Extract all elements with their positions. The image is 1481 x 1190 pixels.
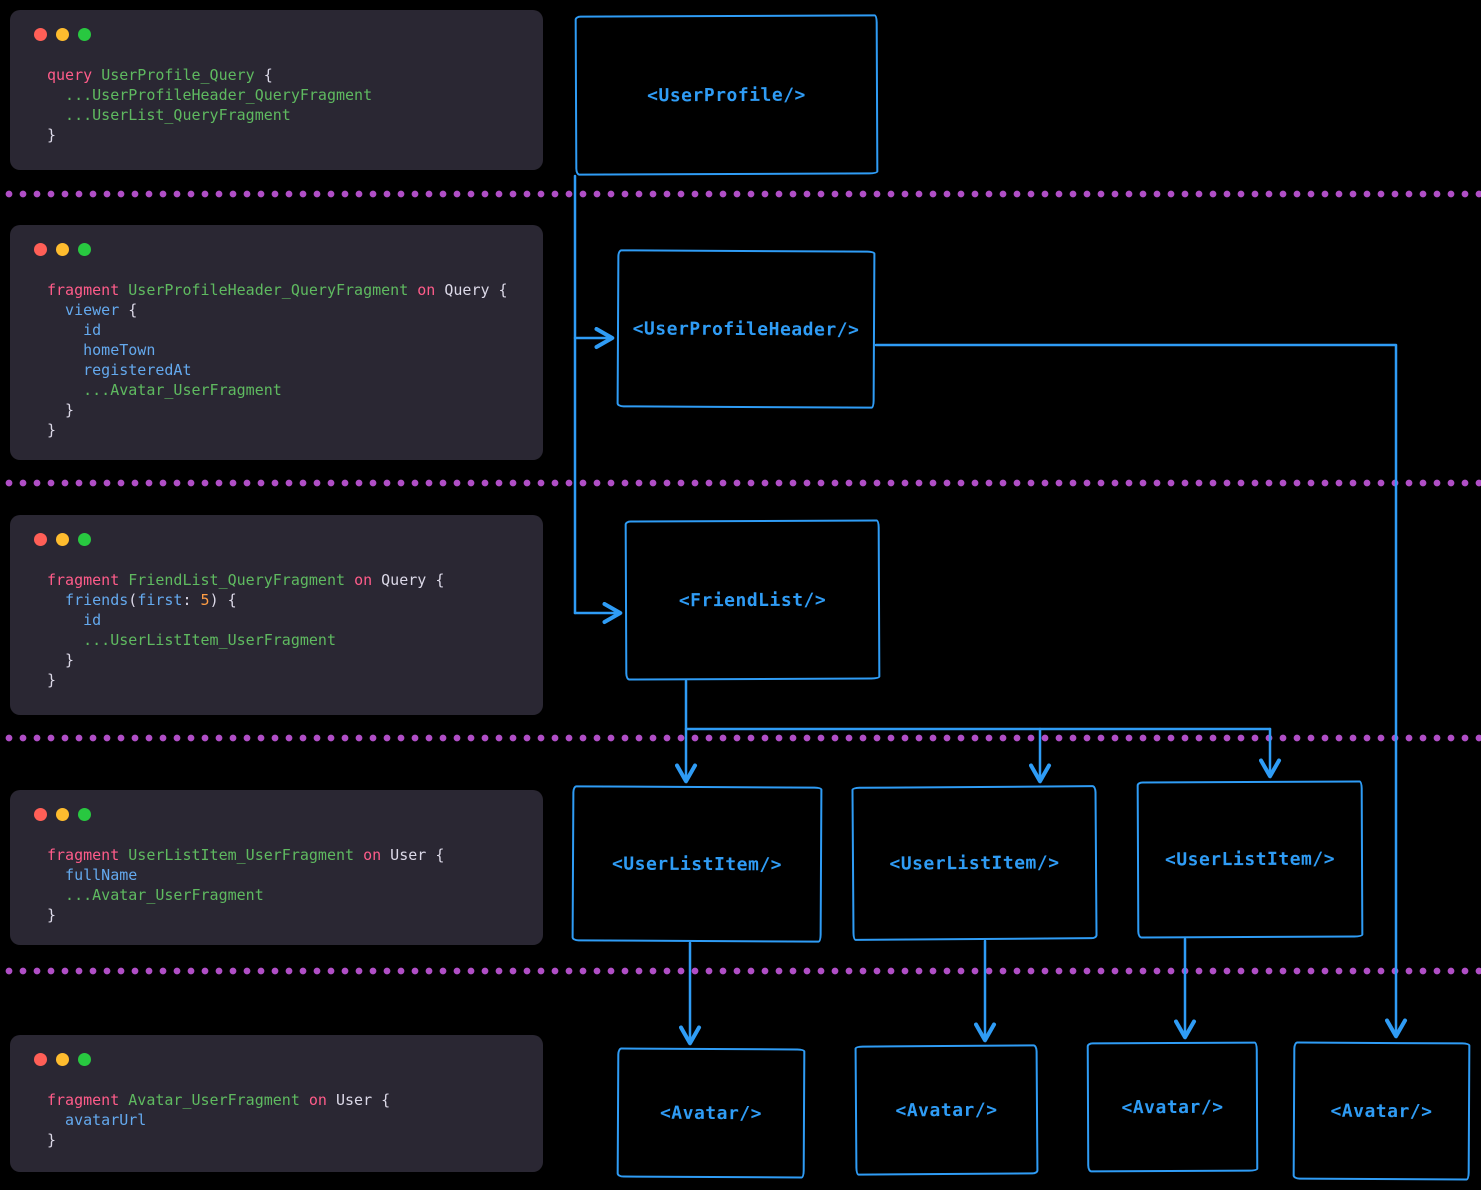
window-controls: [34, 1053, 519, 1066]
component-label: <UserProfile/>: [647, 84, 806, 106]
code-window-friend-list-fragment: fragment FriendList_QueryFragment on Que…: [10, 515, 543, 715]
window-controls: [34, 243, 519, 256]
component-label: <UserListItem/>: [1164, 848, 1336, 871]
component-node-avatar-3: <Avatar/>: [1086, 1041, 1259, 1173]
component-node-user-profile-header: <UserProfileHeader/>: [616, 249, 876, 409]
maximize-icon: [78, 28, 91, 41]
dotted-separator: [0, 967, 1481, 975]
component-node-user-list-item-1: <UserListItem/>: [571, 785, 823, 943]
component-label: <Avatar/>: [1121, 1096, 1224, 1118]
maximize-icon: [78, 533, 91, 546]
component-label: <Avatar/>: [895, 1099, 998, 1121]
close-icon: [34, 533, 47, 546]
code-window-user-profile-query: query UserProfile_Query { ...UserProfile…: [10, 10, 543, 170]
edge-friend-list-rail: [684, 679, 1272, 731]
maximize-icon: [78, 808, 91, 821]
window-controls: [34, 533, 519, 546]
component-node-avatar-4: <Avatar/>: [1292, 1041, 1471, 1181]
component-node-user-list-item-3: <UserListItem/>: [1136, 780, 1364, 939]
component-label: <Avatar/>: [1330, 1100, 1433, 1122]
component-label: <FriendList/>: [678, 589, 827, 611]
component-node-friend-list: <FriendList/>: [624, 519, 881, 681]
code-content: query UserProfile_Query { ...UserProfile…: [47, 66, 373, 144]
minimize-icon: [56, 533, 69, 546]
minimize-icon: [56, 243, 69, 256]
component-node-user-profile: <UserProfile/>: [574, 14, 879, 176]
close-icon: [34, 1053, 47, 1066]
component-label: <Avatar/>: [659, 1102, 763, 1124]
component-node-user-list-item-2: <UserListItem/>: [851, 785, 1098, 941]
minimize-icon: [56, 808, 69, 821]
dotted-separator: [0, 734, 1481, 742]
component-label: <UserProfileHeader/>: [632, 317, 860, 341]
minimize-icon: [56, 1053, 69, 1066]
minimize-icon: [56, 28, 69, 41]
window-controls: [34, 808, 519, 821]
component-node-avatar-2: <Avatar/>: [854, 1044, 1039, 1176]
code-window-user-list-item-fragment: fragment UserListItem_UserFragment on Us…: [10, 790, 543, 945]
code-window-avatar-fragment: fragment Avatar_UserFragment on User { a…: [10, 1035, 543, 1172]
code-content: fragment FriendList_QueryFragment on Que…: [47, 571, 445, 689]
component-node-avatar-1: <Avatar/>: [616, 1047, 806, 1179]
code-content: fragment Avatar_UserFragment on User { a…: [47, 1091, 391, 1149]
code-content: fragment UserListItem_UserFragment on Us…: [47, 846, 445, 924]
close-icon: [34, 808, 47, 821]
dotted-separator: [0, 190, 1481, 198]
component-label: <UserListItem/>: [611, 853, 783, 875]
close-icon: [34, 243, 47, 256]
dotted-separator: [0, 479, 1481, 487]
code-window-user-profile-header-fragment: fragment UserProfileHeader_QueryFragment…: [10, 225, 543, 460]
close-icon: [34, 28, 47, 41]
window-controls: [34, 28, 519, 41]
maximize-icon: [78, 1053, 91, 1066]
component-label: <UserListItem/>: [889, 851, 1060, 875]
maximize-icon: [78, 243, 91, 256]
code-content: fragment UserProfileHeader_QueryFragment…: [47, 281, 508, 439]
